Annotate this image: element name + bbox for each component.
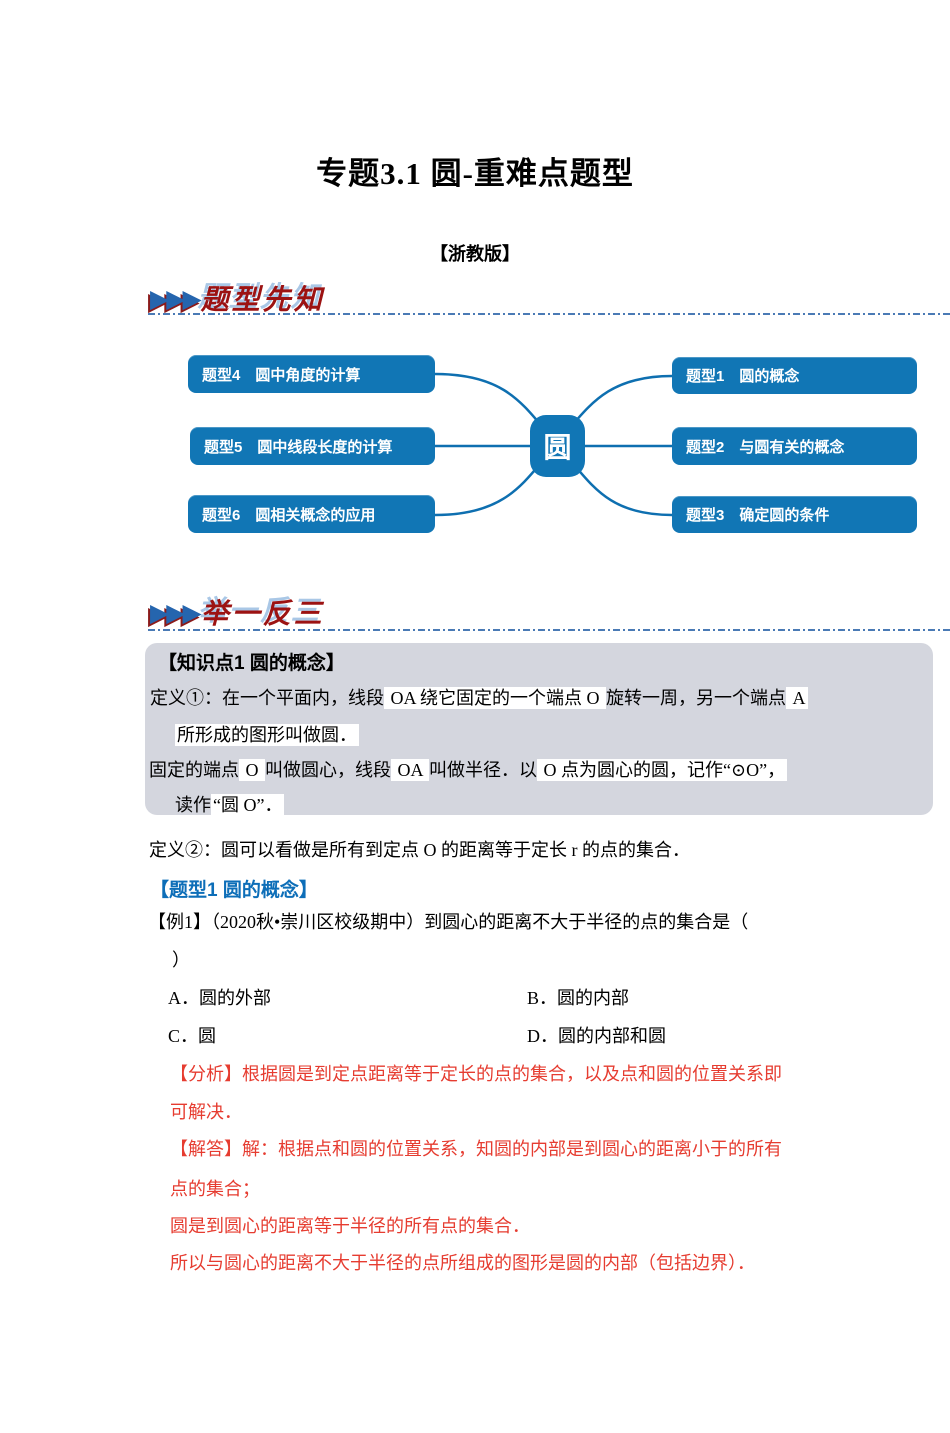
solution-line-2: 点的集合； (170, 1179, 260, 1199)
mindmap-node-type3: 题型3 确定圆的条件 (672, 496, 917, 533)
text-run: 定义①：在一个平面内，线段 (150, 688, 384, 708)
problem-type-heading: 【题型1 圆的概念】 (150, 880, 318, 901)
option-c: C．圆 (168, 1026, 217, 1046)
mindmap-node-type5: 题型5 圆中线段长度的计算 (190, 427, 435, 465)
triple-arrow-icon: ▶▶▶ (150, 600, 202, 627)
knowledge-point-heading: 【知识点1 圆的概念】 (158, 653, 345, 674)
analysis-line-2: 可解决． (170, 1102, 242, 1122)
page-title: 专题3.1 圆-重难点题型 (316, 156, 634, 191)
mindmap-node-type4: 题型4 圆中角度的计算 (188, 355, 435, 393)
text-run: 叫做半径．以 (429, 760, 538, 780)
option-a: A．圆的外部 (168, 988, 271, 1008)
highlighted-text-run: 所形成的图形叫做圆． (175, 724, 359, 746)
divider-dash-line (148, 629, 950, 631)
mindmap-node-type6: 题型6 圆相关概念的应用 (188, 495, 435, 533)
highlighted-text-run: OA (391, 759, 430, 781)
text-run: 旋转一周，另一个端点 (606, 688, 787, 708)
definition-2-line: 定义②：圆可以看做是所有到定点 O 的距离等于定长 r 的点的集合． (149, 840, 690, 860)
option-d: D．圆的内部和圆 (527, 1026, 666, 1046)
solution-line-1: 【解答】解：根据点和圆的位置关系，知圆的内部是到圆心的距离小于的所有 (170, 1139, 782, 1159)
text-run: 叫做圆心，线段 (265, 760, 391, 780)
mindmap-node-type1: 题型1 圆的概念 (672, 357, 917, 394)
highlighted-text-run: “圆 O”． (211, 794, 285, 816)
divider-dash-line (148, 313, 950, 315)
section-header-types-preview: ▶▶▶题型先知 (150, 278, 325, 316)
solution-line-4: 所以与圆心的距离不大于半径的点所组成的图形是圆的内部（包括边界）． (170, 1253, 755, 1273)
example-stem-line-1: 【例1】（2020秋•崇川区校级期中）到圆心的距离不大于半径的点的集合是（ (148, 912, 749, 932)
definition-1-line-1: 定义①：在一个平面内，线段 OA 绕它固定的一个端点 O 旋转一周，另一个端点 … (150, 686, 808, 710)
mindmap-center-node: 圆 (530, 415, 585, 477)
section-header-label: 题型先知 (200, 285, 325, 316)
mindmap-node-type2: 题型2 与圆有关的概念 (672, 427, 917, 465)
option-b: B．圆的内部 (527, 988, 630, 1008)
section-header-label: 举一反三 (200, 599, 325, 630)
definition-1-line-3: 固定的端点 O 叫做圆心，线段 OA 叫做半径．以 O 点为圆心的圆，记作“⊙O… (149, 758, 788, 782)
highlighted-text-run: A (786, 687, 808, 709)
highlighted-text-run: O 点为圆心的圆，记作“⊙O”， (537, 759, 788, 781)
definition-1-line-4: 读作“圆 O”． (175, 793, 285, 817)
text-run: 读作 (175, 795, 211, 815)
highlighted-text-run: OA 绕它固定的一个端点 O (384, 687, 607, 709)
analysis-line-1: 【分析】根据圆是到定点距离等于定长的点的集合，以及点和圆的位置关系即 (170, 1064, 782, 1084)
edition-label: 【浙教版】 (430, 244, 520, 264)
mindmap-diagram: 题型4 圆中角度的计算 题型5 圆中线段长度的计算 题型6 圆相关概念的应用 题… (0, 338, 950, 573)
section-header-practice: ▶▶▶举一反三 (150, 592, 325, 630)
text-run: 固定的端点 (149, 760, 239, 780)
triple-arrow-icon: ▶▶▶ (150, 286, 202, 313)
highlighted-text-run: O (239, 759, 265, 781)
definition-1-line-2: 所形成的图形叫做圆． (175, 723, 359, 747)
solution-line-3: 圆是到圆心的距离等于半径的所有点的集合． (170, 1216, 530, 1236)
example-stem-line-2: ） (172, 950, 190, 970)
